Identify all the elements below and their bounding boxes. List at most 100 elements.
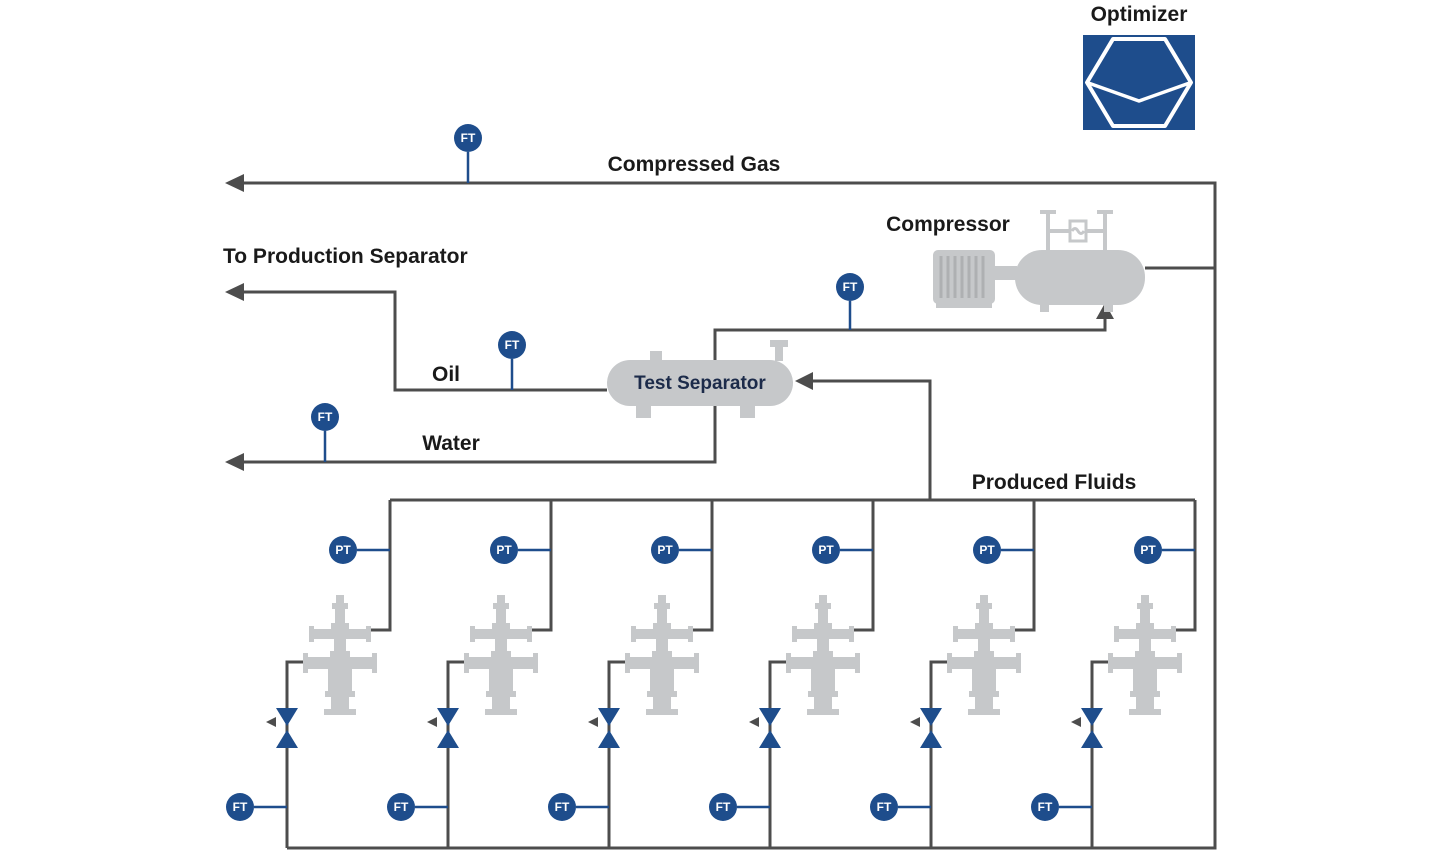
compressor-vessel-leg	[1040, 303, 1049, 312]
produced-fluids-label: Produced Fluids	[972, 471, 1137, 494]
well-group: PT FT	[548, 500, 714, 848]
well-ft-badge: FT	[387, 793, 415, 821]
well-pt-badge: PT	[812, 536, 840, 564]
well-injection-line	[285, 660, 306, 848]
well-injection-line	[1090, 660, 1111, 848]
well-injection-line	[607, 660, 628, 848]
compressed-gas-arrow	[225, 174, 244, 192]
well-injection-line	[929, 660, 950, 848]
well-production-line	[851, 500, 875, 632]
well-production-line	[1173, 500, 1197, 632]
ft-label: FT	[1038, 800, 1053, 814]
separator-gas-ft-badge: FT	[836, 273, 864, 330]
water-arrow	[225, 453, 244, 471]
test-separator: Test Separator	[607, 340, 793, 418]
choke-valve-icon	[588, 708, 620, 748]
well-production-line	[690, 500, 714, 632]
wellhead-tree-icon	[303, 595, 377, 715]
compressor-box-tilde-icon	[1070, 227, 1086, 235]
separator-gas-to-compressor-line	[713, 317, 1107, 360]
separator-top-nozzle	[650, 351, 662, 361]
optimizer: Optimizer	[1083, 3, 1195, 130]
pt-label: PT	[979, 543, 995, 557]
compressed-gas-line	[243, 181, 1217, 850]
ft-label: FT	[233, 800, 248, 814]
compressor-pulsation-box	[1068, 219, 1088, 243]
wellhead-tree-icon	[625, 595, 699, 715]
produced-fluids-feed-line	[811, 379, 932, 500]
choke-valve-icon	[266, 708, 298, 748]
oil-to-production-separator-line	[243, 290, 607, 392]
pt-label: PT	[657, 543, 673, 557]
well-production-line	[368, 500, 392, 632]
motor-shaft	[995, 266, 1017, 280]
oil-ft-badge: FT	[498, 331, 526, 390]
separator-relief-vent-cap	[770, 340, 788, 347]
separator-vessel	[607, 360, 793, 406]
compressed-gas-ft-badge: FT	[454, 124, 482, 183]
well-pt-badge: PT	[1134, 536, 1162, 564]
well-group: PT FT	[226, 500, 392, 848]
choke-valve-icon	[749, 708, 781, 748]
separator-relief-vent	[775, 346, 783, 361]
optimizer-label: Optimizer	[1091, 3, 1188, 26]
choke-valve-icon	[910, 708, 942, 748]
ft-label: FT	[843, 280, 858, 294]
ft-label: FT	[716, 800, 731, 814]
wellhead-tree-icon	[464, 595, 538, 715]
test-separator-label: Test Separator	[634, 373, 766, 394]
water-line	[243, 404, 717, 464]
well-ft-badge: FT	[709, 793, 737, 821]
water-ft-badge: FT	[311, 403, 339, 462]
ft-label: FT	[394, 800, 409, 814]
compressor-vessel	[1015, 250, 1145, 305]
ft-label: FT	[505, 338, 520, 352]
motor-base	[936, 302, 992, 308]
pt-label: PT	[1140, 543, 1156, 557]
well-pt-badge: PT	[651, 536, 679, 564]
optimizer-facet-icon	[1086, 80, 1192, 103]
wellhead-tree-icon	[947, 595, 1021, 715]
production-separator-arrow	[225, 283, 244, 301]
well-injection-line	[446, 660, 467, 848]
well-group: PT FT	[1031, 500, 1197, 848]
to-production-separator-label: To Production Separator	[223, 245, 468, 268]
compressor-vessel-leg	[1104, 303, 1113, 312]
separator-leg	[740, 404, 755, 418]
compressor-piping	[1040, 210, 1113, 250]
separator-inlet-arrow	[795, 372, 813, 390]
choke-valve-icon	[427, 708, 459, 748]
ft-label: FT	[461, 131, 476, 145]
pt-label: PT	[818, 543, 834, 557]
motor-fins	[939, 256, 985, 298]
well-group: PT FT	[870, 500, 1036, 848]
separator-leg	[636, 404, 651, 418]
well-production-line	[529, 500, 553, 632]
well-pt-badge: PT	[329, 536, 357, 564]
ft-label: FT	[318, 410, 333, 424]
well-production-line	[1012, 500, 1036, 632]
well-ft-badge: FT	[226, 793, 254, 821]
well-pt-badge: PT	[973, 536, 1001, 564]
wellhead-tree-icon	[1108, 595, 1182, 715]
compressor	[933, 210, 1145, 312]
choke-valve-icon	[1071, 708, 1103, 748]
well-injection-line	[768, 660, 789, 848]
pt-label: PT	[335, 543, 351, 557]
wellhead-tree-icon	[786, 595, 860, 715]
pt-label: PT	[496, 543, 512, 557]
compressor-label: Compressor	[886, 213, 1010, 236]
water-label: Water	[422, 432, 480, 455]
compressed-gas-label: Compressed Gas	[608, 153, 781, 176]
well-ft-badge: FT	[548, 793, 576, 821]
oil-label: Oil	[432, 363, 460, 386]
well-group: PT FT	[387, 500, 553, 848]
ft-label: FT	[877, 800, 892, 814]
well-ft-badge: FT	[1031, 793, 1059, 821]
well-group: PT FT	[709, 500, 875, 848]
ft-label: FT	[555, 800, 570, 814]
well-pt-badge: PT	[490, 536, 518, 564]
optimizer-icon	[1083, 35, 1195, 130]
